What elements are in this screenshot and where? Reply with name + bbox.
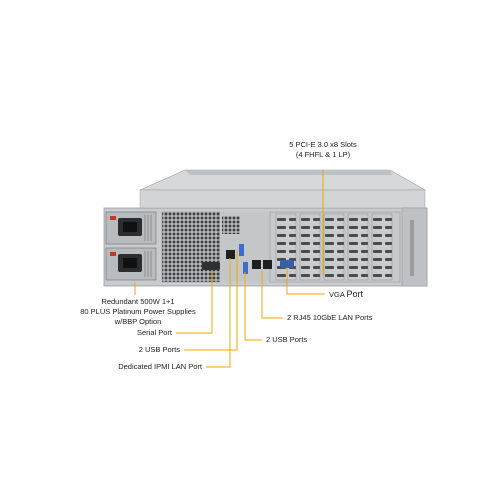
vga-callout: VGA Port [329, 289, 363, 300]
lan10g-callout: 2 RJ45 10GbE LAN Ports [287, 313, 373, 322]
power-callout-line1: Redundant 500W 1+1 [101, 297, 175, 306]
vga-callout-prefix: VGA [329, 290, 345, 299]
lan10g-connector-1 [252, 260, 261, 269]
vga-leader [286, 268, 325, 295]
leader-lines [134, 170, 325, 368]
ipmi-leader [206, 258, 231, 368]
usb-left-callout: 2 USB Ports [138, 345, 180, 354]
serial-port-connector [202, 262, 220, 270]
usb-right-callout: 2 USB Ports [266, 335, 308, 344]
usb-left-leader [184, 250, 238, 351]
vga-callout-suffix: Port [346, 289, 364, 299]
pcie-callout-line1: 5 PCI-E 3.0 x8 Slots [289, 140, 357, 149]
io-vent [222, 216, 240, 234]
lan10g-connector-2 [263, 260, 272, 269]
pcie-slot-brackets [275, 213, 393, 281]
usb-right-connector [243, 262, 248, 274]
chassis-lid-edge [185, 170, 392, 175]
ipmi-callout: Dedicated IPMI LAN Port [118, 362, 202, 371]
ipmi-port-connector [226, 250, 235, 259]
power-supply-1 [105, 211, 157, 245]
serial-leader [176, 270, 213, 334]
vga-port-connector [280, 260, 294, 268]
pcie-callout-line2: (4 FHFL & 1 LP) [295, 150, 351, 159]
chassis-upper-band [139, 189, 426, 209]
lan10g-leader [261, 270, 283, 319]
power-callout-line3: w/BBP Option [114, 317, 162, 326]
power-callout-line2: 80 PLUS Platinum Power Supplies [80, 307, 196, 316]
usb-left-connector [239, 244, 244, 256]
power-supply-2 [105, 247, 157, 281]
usb-right-leader [244, 272, 262, 341]
serial-callout: Serial Port [136, 328, 172, 337]
vent-grid [161, 211, 221, 283]
right-rail [401, 207, 428, 287]
power-callout: Redundant 500W 1+1 80 PLUS Platinum Powe… [58, 297, 218, 327]
pcie-callout: 5 PCI-E 3.0 x8 Slots (4 FHFL & 1 LP) [268, 140, 378, 160]
